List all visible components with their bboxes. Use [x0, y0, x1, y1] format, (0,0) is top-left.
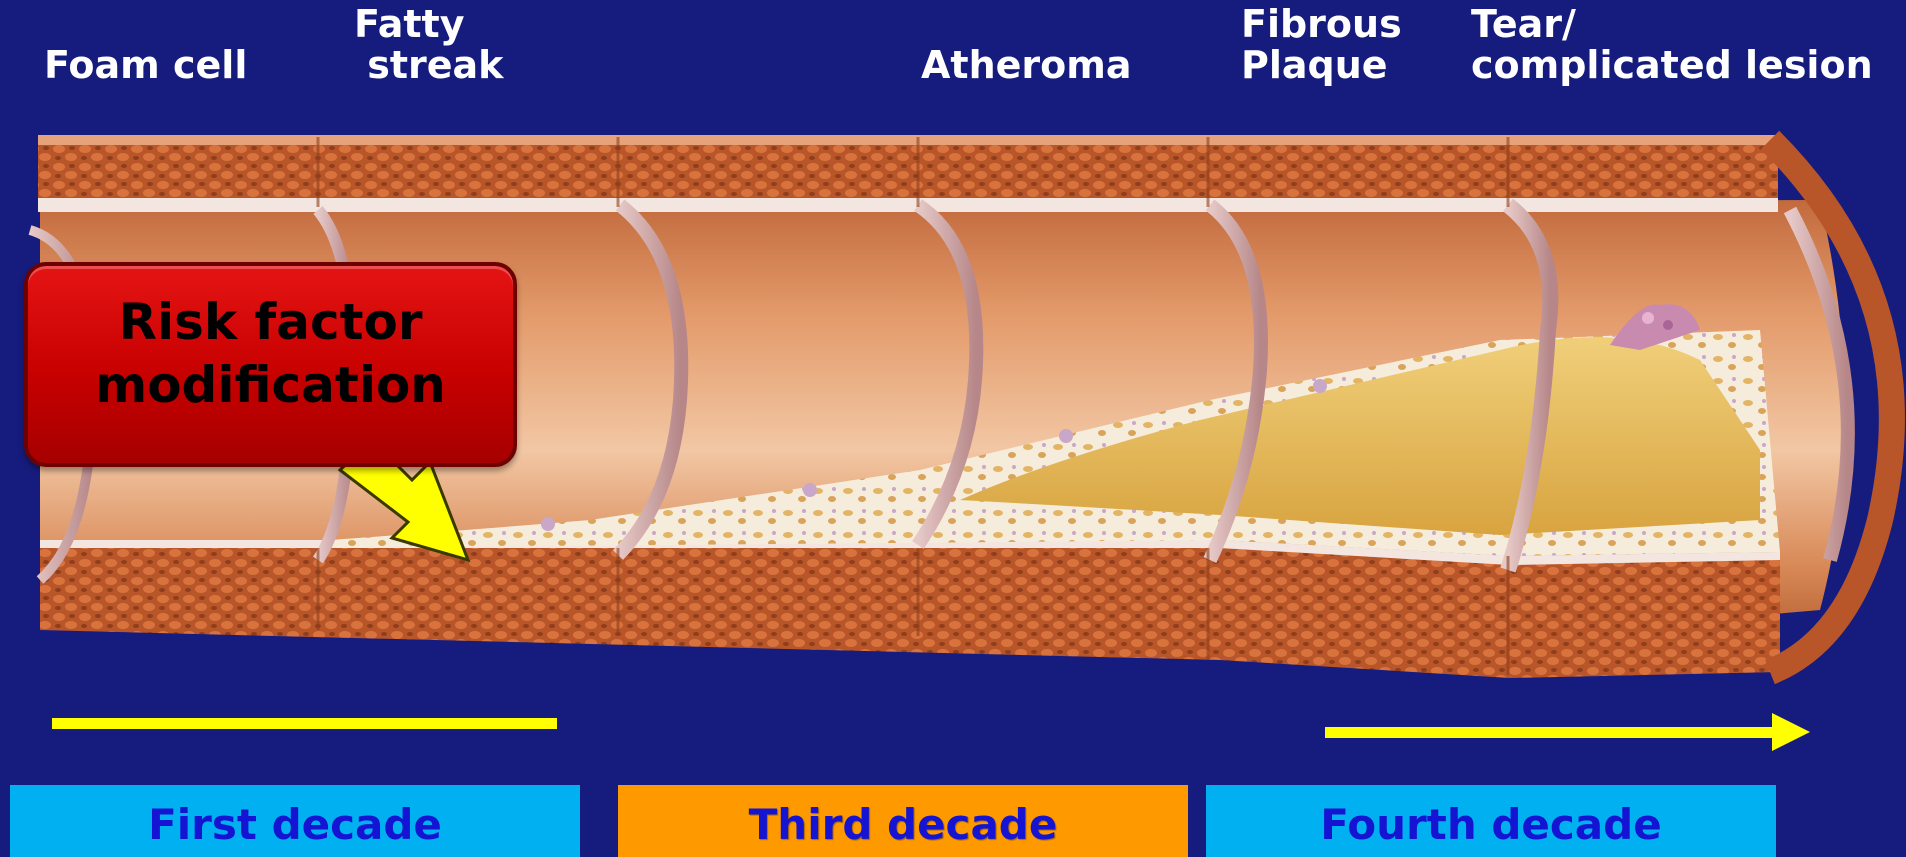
decade-bar-first: First decade [10, 785, 580, 857]
decade-label-fourth: Fourth decade [1320, 800, 1661, 849]
risk-factor-callout: Risk factor modification [24, 262, 517, 467]
decade-bar-fourth: Fourth decade [1206, 785, 1776, 857]
timeline-arrow-head [1772, 713, 1810, 751]
decade-label-first: First decade [148, 800, 442, 849]
decade-bar-third: Third decade [618, 785, 1188, 857]
timeline-bar [52, 718, 557, 729]
timeline-arrow-shaft [1325, 727, 1775, 738]
decade-label-third: Third decade [749, 800, 1058, 849]
callout-text: Risk factor modification [95, 291, 446, 417]
